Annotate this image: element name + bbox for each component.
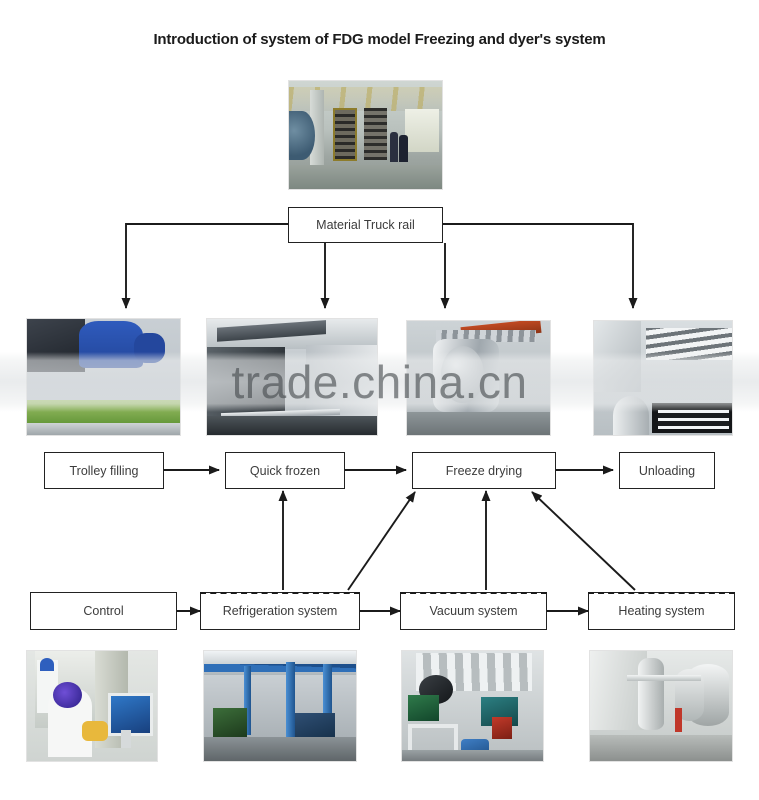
node-vacuum-system[interactable]: Vacuum system: [400, 592, 547, 630]
node-label: Trolley filling: [69, 463, 139, 478]
trolley-filling-photo: [26, 318, 181, 436]
node-refrigeration-system[interactable]: Refrigeration system: [200, 592, 360, 630]
quick-frozen-coldroom-photo: [206, 318, 378, 436]
node-label: Heating system: [618, 604, 705, 618]
node-freeze-drying[interactable]: Freeze drying: [412, 452, 556, 489]
node-label: Vacuum system: [429, 604, 518, 618]
node-quick-frozen[interactable]: Quick frozen: [225, 452, 345, 489]
page-title: Introduction of system of FDG model Free…: [153, 31, 606, 48]
control-room-photo: [26, 650, 158, 762]
node-unloading[interactable]: Unloading: [619, 452, 715, 489]
node-label: Quick frozen: [249, 463, 321, 478]
node-heating-system[interactable]: Heating system: [588, 592, 735, 630]
node-label: Material Truck rail: [316, 218, 415, 232]
node-label: Control: [83, 604, 124, 618]
node-label: Freeze drying: [445, 463, 523, 478]
node-label: Unloading: [638, 463, 696, 478]
node-label: Refrigeration system: [222, 604, 338, 618]
freeze-drying-vessel-photo: [406, 320, 551, 436]
unloading-trays-photo: [593, 320, 733, 436]
node-control[interactable]: Control: [30, 592, 177, 630]
node-trolley-filling[interactable]: Trolley filling: [44, 452, 164, 489]
heating-system-photo: [589, 650, 733, 762]
freeze-dryer-hall-photo: [288, 80, 443, 190]
node-material-truck-rail[interactable]: Material Truck rail: [288, 207, 443, 243]
refrigeration-plant-photo: [203, 650, 357, 762]
vacuum-system-photo: [401, 650, 544, 762]
